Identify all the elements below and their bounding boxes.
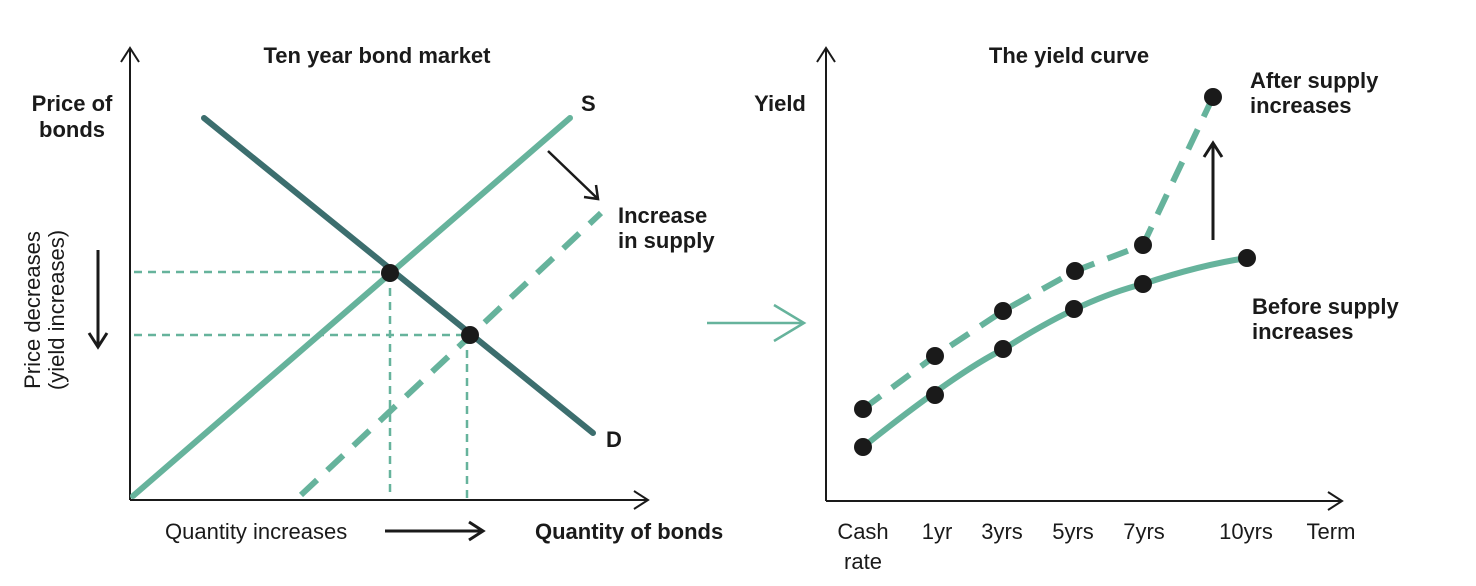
left-panel: Ten year bond market Price of bonds Pric… <box>20 43 723 544</box>
before-point-1yr <box>926 386 944 404</box>
before-point-10yrs <box>1238 249 1256 267</box>
transition-arrow-icon <box>707 303 807 343</box>
yield-points-after <box>854 88 1222 418</box>
before-point-7yrs <box>1134 275 1152 293</box>
yield-axis-label: Yield <box>754 91 806 116</box>
tick-3yrs: 3yrs <box>981 519 1023 544</box>
equilibrium-point-new <box>461 326 479 344</box>
term-tick-labels: Cash rate 1yr 3yrs 5yrs 7yrs 10yrs Term <box>837 519 1355 574</box>
left-x-axis-arrowhead <box>633 490 650 510</box>
left-y-axis-label-line1: Price of <box>32 91 113 116</box>
yield-curve-before <box>860 255 1250 450</box>
increase-supply-label-line2: in supply <box>618 228 715 253</box>
left-chart-title: Ten year bond market <box>264 43 492 68</box>
right-panel: The yield curve Yield <box>754 43 1399 574</box>
right-y-axis-arrowhead <box>816 46 836 63</box>
price-decreases-line2: (yield increases) <box>44 230 69 390</box>
down-right-arrow-icon <box>547 150 600 201</box>
supply-label: S <box>581 91 596 116</box>
before-point-5yrs <box>1065 300 1083 318</box>
quantity-increases-label: Quantity increases <box>165 519 347 544</box>
before-point-cash <box>854 438 872 456</box>
right-axes <box>816 46 1344 511</box>
left-axes <box>120 46 650 510</box>
supply-curve <box>130 115 573 499</box>
after-supply-label-line2: increases <box>1250 93 1352 118</box>
after-supply-label-line1: After supply <box>1250 68 1379 93</box>
tick-7yrs: 7yrs <box>1123 519 1165 544</box>
right-x-axis-arrowhead <box>1327 491 1344 511</box>
shifted-supply-curve <box>298 210 604 498</box>
tick-cash-line2: rate <box>844 549 882 574</box>
price-decreases-line1: Price decreases <box>20 231 45 389</box>
after-point-3yrs <box>994 302 1012 320</box>
increase-supply-label-line1: Increase <box>618 203 707 228</box>
yield-curve-after <box>861 95 1216 412</box>
equilibrium-point-original <box>381 264 399 282</box>
before-point-3yrs <box>994 340 1012 358</box>
demand-label: D <box>606 427 622 452</box>
right-chart-title: The yield curve <box>989 43 1149 68</box>
after-point-cash <box>854 400 872 418</box>
price-decreases-label: Price decreases (yield increases) <box>20 230 69 390</box>
before-supply-label-line2: increases <box>1252 319 1354 344</box>
after-point-7yrs <box>1134 236 1152 254</box>
tick-5yrs: 5yrs <box>1052 519 1094 544</box>
up-arrow-icon <box>1202 140 1224 240</box>
down-arrow-icon <box>87 250 109 350</box>
yield-points-before <box>854 249 1256 456</box>
left-x-axis-label: Quantity of bonds <box>535 519 723 544</box>
after-point-10yrs <box>1204 88 1222 106</box>
left-y-axis-arrowhead <box>120 46 140 63</box>
equilibrium-guides <box>134 270 470 498</box>
tick-term: Term <box>1307 519 1356 544</box>
tick-1yr: 1yr <box>922 519 953 544</box>
tick-cash-line1: Cash <box>837 519 888 544</box>
tick-10yrs: 10yrs <box>1219 519 1273 544</box>
before-supply-label-line1: Before supply <box>1252 294 1399 319</box>
after-point-1yr <box>926 347 944 365</box>
left-y-axis-label-line2: bonds <box>39 117 105 142</box>
after-point-5yrs <box>1066 262 1084 280</box>
right-arrow-icon <box>385 520 486 542</box>
